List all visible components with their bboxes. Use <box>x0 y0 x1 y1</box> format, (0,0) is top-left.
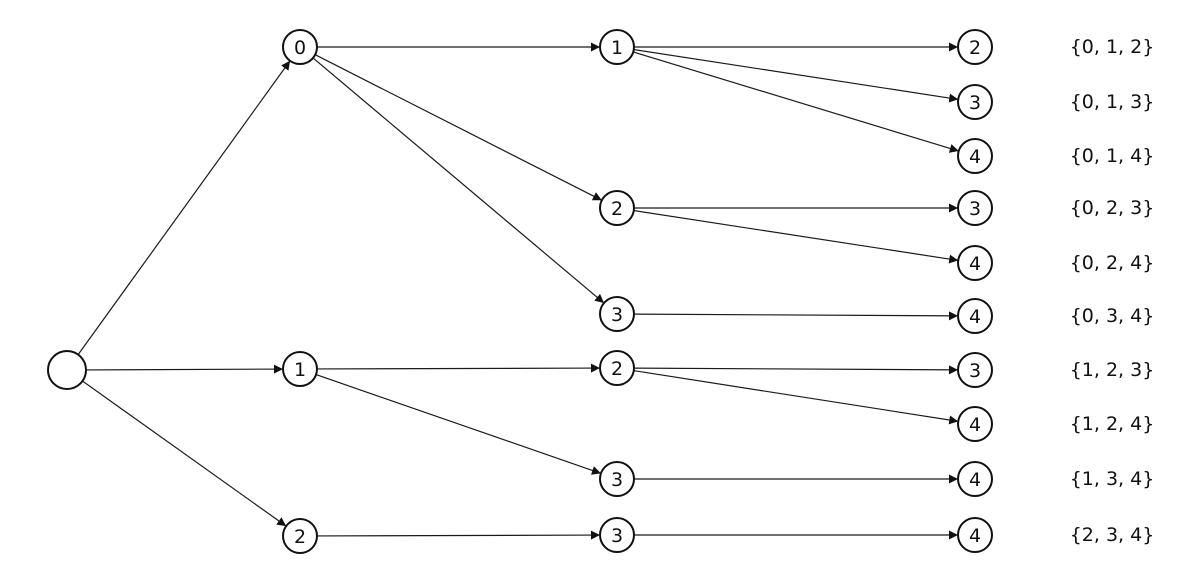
edge-b12-c124 <box>633 370 959 425</box>
edge-a0-b03 <box>312 57 605 304</box>
edge-a2-b23 <box>316 530 601 540</box>
node-circle <box>599 350 635 386</box>
edge-root-a0 <box>77 60 291 355</box>
node-root <box>47 350 87 390</box>
node-label: 4 <box>969 306 981 328</box>
node-b02: 2 <box>599 190 635 226</box>
node-c014: 4 <box>957 138 993 174</box>
node-label: 3 <box>611 469 623 491</box>
node-circle <box>282 351 318 387</box>
node-circle <box>957 29 993 65</box>
node-label: 3 <box>969 92 981 114</box>
node-circle <box>957 406 993 442</box>
node-circle <box>957 517 993 553</box>
node-label: 1 <box>611 37 623 59</box>
sets-layer: {0, 1, 2} {0, 1, 3} {0, 1, 4} {0, 2, 3} {0, … <box>1070 36 1155 546</box>
node-b03: 3 <box>599 296 635 332</box>
node-label: 0 <box>294 37 306 59</box>
combination-set-label: {0, 1, 2} <box>1070 36 1155 58</box>
node-b23: 3 <box>599 517 635 553</box>
combination-set-label: {2, 3, 4} <box>1070 524 1155 546</box>
combination-set-label: {1, 2, 3} <box>1070 359 1155 381</box>
node-label: 2 <box>611 358 623 380</box>
node-label: 4 <box>969 525 981 547</box>
node-c134: 4 <box>957 461 993 497</box>
node-c034: 4 <box>957 298 993 334</box>
node-circle <box>957 298 993 334</box>
node-circle <box>599 296 635 332</box>
combination-set-label: {0, 1, 3} <box>1070 91 1155 113</box>
edge-b03-c034 <box>633 311 959 321</box>
edge-a1-b12 <box>316 363 601 373</box>
node-label: 4 <box>969 253 981 275</box>
node-a2: 2 <box>282 518 318 554</box>
node-circle <box>599 517 635 553</box>
edges-layer <box>77 42 959 540</box>
combination-set-label: {0, 2, 3} <box>1070 197 1155 219</box>
node-label: 4 <box>969 414 981 436</box>
node-c023: 3 <box>957 190 993 226</box>
node-circle <box>957 245 993 281</box>
node-label: 2 <box>294 526 306 548</box>
node-circle <box>47 350 87 390</box>
node-circle <box>282 29 318 65</box>
edge-b12-c123 <box>633 365 959 375</box>
edge-b01-c014 <box>633 51 959 153</box>
node-label: 3 <box>969 198 981 220</box>
combination-set-label: {0, 3, 4} <box>1070 305 1155 327</box>
node-a0: 0 <box>282 29 318 65</box>
combination-set-label: {0, 1, 4} <box>1070 145 1155 167</box>
node-circle <box>957 190 993 226</box>
node-circle <box>599 461 635 497</box>
node-c012: 2 <box>957 29 993 65</box>
node-c123: 3 <box>957 352 993 388</box>
node-label: 4 <box>969 146 981 168</box>
nodes-layer: 0 1 2 1 2 3 2 3 3 2 3 4 3 4 4 3 4 4 4 <box>47 29 993 554</box>
node-circle <box>599 29 635 65</box>
edge-a0-b02 <box>314 54 603 201</box>
node-circle <box>957 352 993 388</box>
node-c013: 3 <box>957 84 993 120</box>
node-circle <box>957 461 993 497</box>
node-c024: 4 <box>957 245 993 281</box>
node-label: 2 <box>611 198 623 220</box>
node-circle <box>957 84 993 120</box>
node-b13: 3 <box>599 461 635 497</box>
node-b01: 1 <box>599 29 635 65</box>
edge-root-a2 <box>82 380 287 527</box>
node-circle <box>282 518 318 554</box>
edge-root-a1 <box>85 364 284 374</box>
combination-set-label: {1, 2, 4} <box>1070 413 1155 435</box>
node-b12: 2 <box>599 350 635 386</box>
edge-a1-b13 <box>315 374 602 475</box>
node-label: 2 <box>969 37 981 59</box>
edge-b02-c024 <box>633 209 959 264</box>
node-label: 4 <box>969 469 981 491</box>
node-label: 3 <box>611 304 623 326</box>
node-label: 3 <box>611 525 623 547</box>
node-a1: 1 <box>282 351 318 387</box>
node-c234: 4 <box>957 517 993 553</box>
node-c124: 4 <box>957 406 993 442</box>
combination-set-label: {0, 2, 4} <box>1070 252 1155 274</box>
node-label: 1 <box>294 359 306 381</box>
node-label: 3 <box>969 360 981 382</box>
node-circle <box>957 138 993 174</box>
node-circle <box>599 190 635 226</box>
combination-set-label: {1, 3, 4} <box>1070 468 1155 490</box>
edge-b01-c013 <box>633 48 959 103</box>
